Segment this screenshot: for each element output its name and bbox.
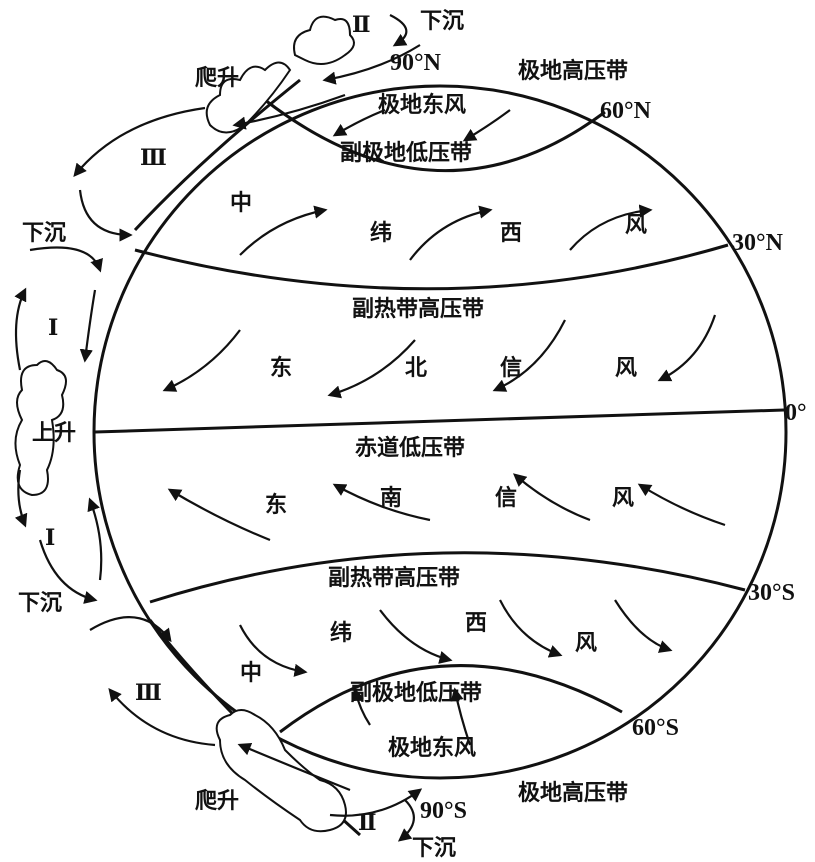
latitude-0-label: 0°: [785, 400, 807, 426]
arrow-polar-easterly-2: [462, 109, 511, 142]
arrow-ne-trade-2: [327, 339, 416, 399]
arrow-north-cell-iii-top: [73, 106, 206, 178]
arrow-south-polar-front: [237, 742, 351, 792]
westerlies-s-char-2: 纬: [330, 620, 352, 646]
arrow-polar-easterly-1: [332, 108, 386, 137]
westerlies-s-char-3: 西: [465, 610, 487, 636]
north-cell-i-label: Ⅰ: [48, 315, 58, 341]
south-cell-i-label: Ⅰ: [45, 525, 55, 551]
arrow-south-cell-ii-return: [329, 788, 423, 817]
arrow-south-polar-sink: [397, 799, 415, 842]
ne-trades-char-4: 风: [615, 355, 637, 381]
north-polar-high-label: 极地高压带: [518, 58, 628, 84]
latitude-60s-line: [279, 664, 623, 734]
arrow-south-cell-iii-sink: [89, 616, 172, 643]
arrow-westerly-n-1: [239, 205, 328, 256]
latitude-60n-line: [264, 98, 606, 172]
south-polar-easterlies-label: 极地东风: [388, 735, 476, 761]
north-cell-ii-label: Ⅱ: [352, 12, 371, 38]
south-subtropical-high-label: 副热带高压带: [328, 565, 460, 591]
arrow-ne-trade-1: [162, 329, 241, 392]
south-cell-ii-label: Ⅱ: [358, 810, 377, 836]
arrow-south-cell-i-down: [38, 539, 98, 604]
latitude-30s-line: [149, 551, 746, 604]
arrow-polar-easterly-s-2: [450, 687, 472, 746]
arrow-north-cell-iii-sink: [78, 189, 133, 242]
ne-trades-char-1: 东: [270, 355, 292, 381]
north-climb-label: 爬升: [195, 65, 239, 91]
ne-trades-char-3: 信: [500, 355, 522, 381]
se-trades-char-4: 风: [612, 485, 634, 511]
south-polar-high-label: 极地高压带: [518, 780, 628, 806]
arrow-south-cell-iii-bottom: [108, 687, 216, 747]
arrow-north-cell-i-up: [14, 287, 27, 371]
arrow-se-trade-4: [637, 483, 726, 527]
arrow-ne-trade-4: [657, 314, 717, 382]
north-subtropical-high-label: 副热带高压带: [352, 296, 484, 322]
latitude-30n-label: 30°N: [732, 230, 784, 256]
arrow-westerly-s-1: [239, 624, 308, 677]
arrow-north-cell-ii-return: [322, 44, 421, 85]
arrow-westerly-n-3: [569, 204, 653, 251]
westerlies-n-char-2: 纬: [370, 220, 392, 246]
latitude-60s-label: 60°S: [632, 715, 679, 741]
arrow-north-polar-sink: [389, 14, 408, 47]
north-subpolar-low-label: 副极地低压带: [340, 140, 472, 166]
south-subpolar-low-label: 副极地低压带: [350, 680, 482, 706]
westerlies-n-char-1: 中: [230, 190, 252, 216]
south-cell-iii-label: Ⅲ: [135, 680, 162, 706]
arrow-se-trade-2: [332, 483, 431, 522]
equator-line: [94, 408, 785, 434]
north-polar-easterlies-label: 极地东风: [378, 92, 466, 118]
latitude-90s-label: 90°S: [420, 798, 467, 824]
south-climb-label: 爬升: [195, 788, 239, 814]
arrow-north-cell-i-sink: [29, 246, 103, 273]
cloud-equator: [14, 360, 67, 497]
westerlies-n-char-4: 风: [625, 212, 647, 238]
north-polar-sink-label: 下沉: [420, 8, 464, 34]
arrow-ne-trade-3: [492, 319, 566, 392]
north-mid-sink-label: 下沉: [22, 220, 66, 246]
ne-trades-char-2: 北: [405, 355, 427, 381]
arrow-se-trade-3: [512, 473, 591, 522]
westerlies-n-char-3: 西: [500, 220, 522, 246]
arrow-north-cell-i-down: [79, 289, 97, 363]
latitude-30n-line: [134, 243, 729, 291]
cloud-north-high: [293, 15, 355, 65]
cloud-south-polar-front: [215, 709, 347, 833]
south-polar-sink-label: 下沉: [412, 835, 456, 861]
se-trades-char-3: 信: [495, 485, 517, 511]
westerlies-s-char-4: 风: [575, 630, 597, 656]
latitude-60n-label: 60°N: [600, 98, 652, 124]
arrow-westerly-s-2: [379, 609, 453, 664]
south-mid-sink-label: 下沉: [18, 590, 62, 616]
earth-circle: [92, 84, 788, 780]
arrow-south-cell-i-ret: [87, 497, 103, 581]
westerlies-s-char-1: 中: [240, 660, 262, 686]
equator-rise-label: 上升: [32, 420, 76, 446]
latitude-90n-label: 90°N: [390, 50, 442, 76]
arrow-westerly-n-2: [409, 205, 493, 261]
arrow-north-polar-to-front: [232, 93, 346, 130]
latitude-30s-label: 30°S: [748, 580, 795, 606]
arrow-se-trade-1: [167, 488, 271, 542]
arrow-polar-easterly-s-1: [351, 687, 371, 726]
north-cell-iii-label: Ⅲ: [140, 145, 167, 171]
arrow-westerly-s-4: [614, 599, 673, 653]
arrow-south-cell-i-up: [14, 469, 28, 528]
se-trades-char-1: 东: [265, 492, 287, 518]
equatorial-low-label: 赤道低压带: [355, 435, 465, 461]
cell-boundary-north: [133, 78, 301, 232]
arrow-westerly-s-3: [499, 599, 563, 658]
se-trades-char-2: 南: [380, 485, 402, 511]
